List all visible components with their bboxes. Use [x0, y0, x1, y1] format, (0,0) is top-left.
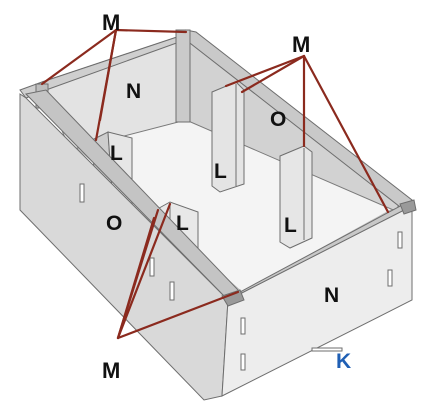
- label-m-bottom: M: [102, 358, 120, 383]
- leader-line: [224, 54, 306, 88]
- slot: [79, 183, 85, 203]
- slot: [149, 257, 155, 277]
- label-l-middle-back: L: [214, 160, 227, 183]
- label-l-left-back: L: [110, 142, 123, 165]
- slot: [387, 269, 393, 287]
- leader-line: [116, 290, 240, 340]
- label-k-base: K: [336, 350, 351, 373]
- label-o-left: O: [106, 212, 122, 235]
- leader-lines: [40, 28, 390, 340]
- label-l-left-front: L: [176, 212, 189, 235]
- leader-line: [116, 216, 156, 340]
- slot: [240, 317, 246, 335]
- label-o-right: O: [270, 108, 286, 131]
- corner-cap-front: [221, 289, 245, 307]
- slot: [311, 347, 343, 352]
- label-m-top-left: M: [102, 10, 120, 35]
- corner-post-back: [175, 29, 191, 123]
- label-n-front: N: [324, 284, 339, 307]
- label-m-top-right: M: [292, 32, 310, 57]
- slot: [397, 231, 403, 249]
- leader-line: [114, 28, 188, 34]
- label-l-right-middle: L: [284, 214, 297, 237]
- slot: [169, 281, 175, 301]
- slot: [240, 353, 246, 371]
- leader-line: [40, 28, 118, 86]
- label-n-back: N: [126, 80, 141, 103]
- leader-line: [240, 54, 306, 94]
- corner-cap-right: [399, 199, 417, 215]
- leader-line: [116, 202, 172, 340]
- leader-line: [98, 28, 118, 122]
- leader-line: [302, 54, 390, 214]
